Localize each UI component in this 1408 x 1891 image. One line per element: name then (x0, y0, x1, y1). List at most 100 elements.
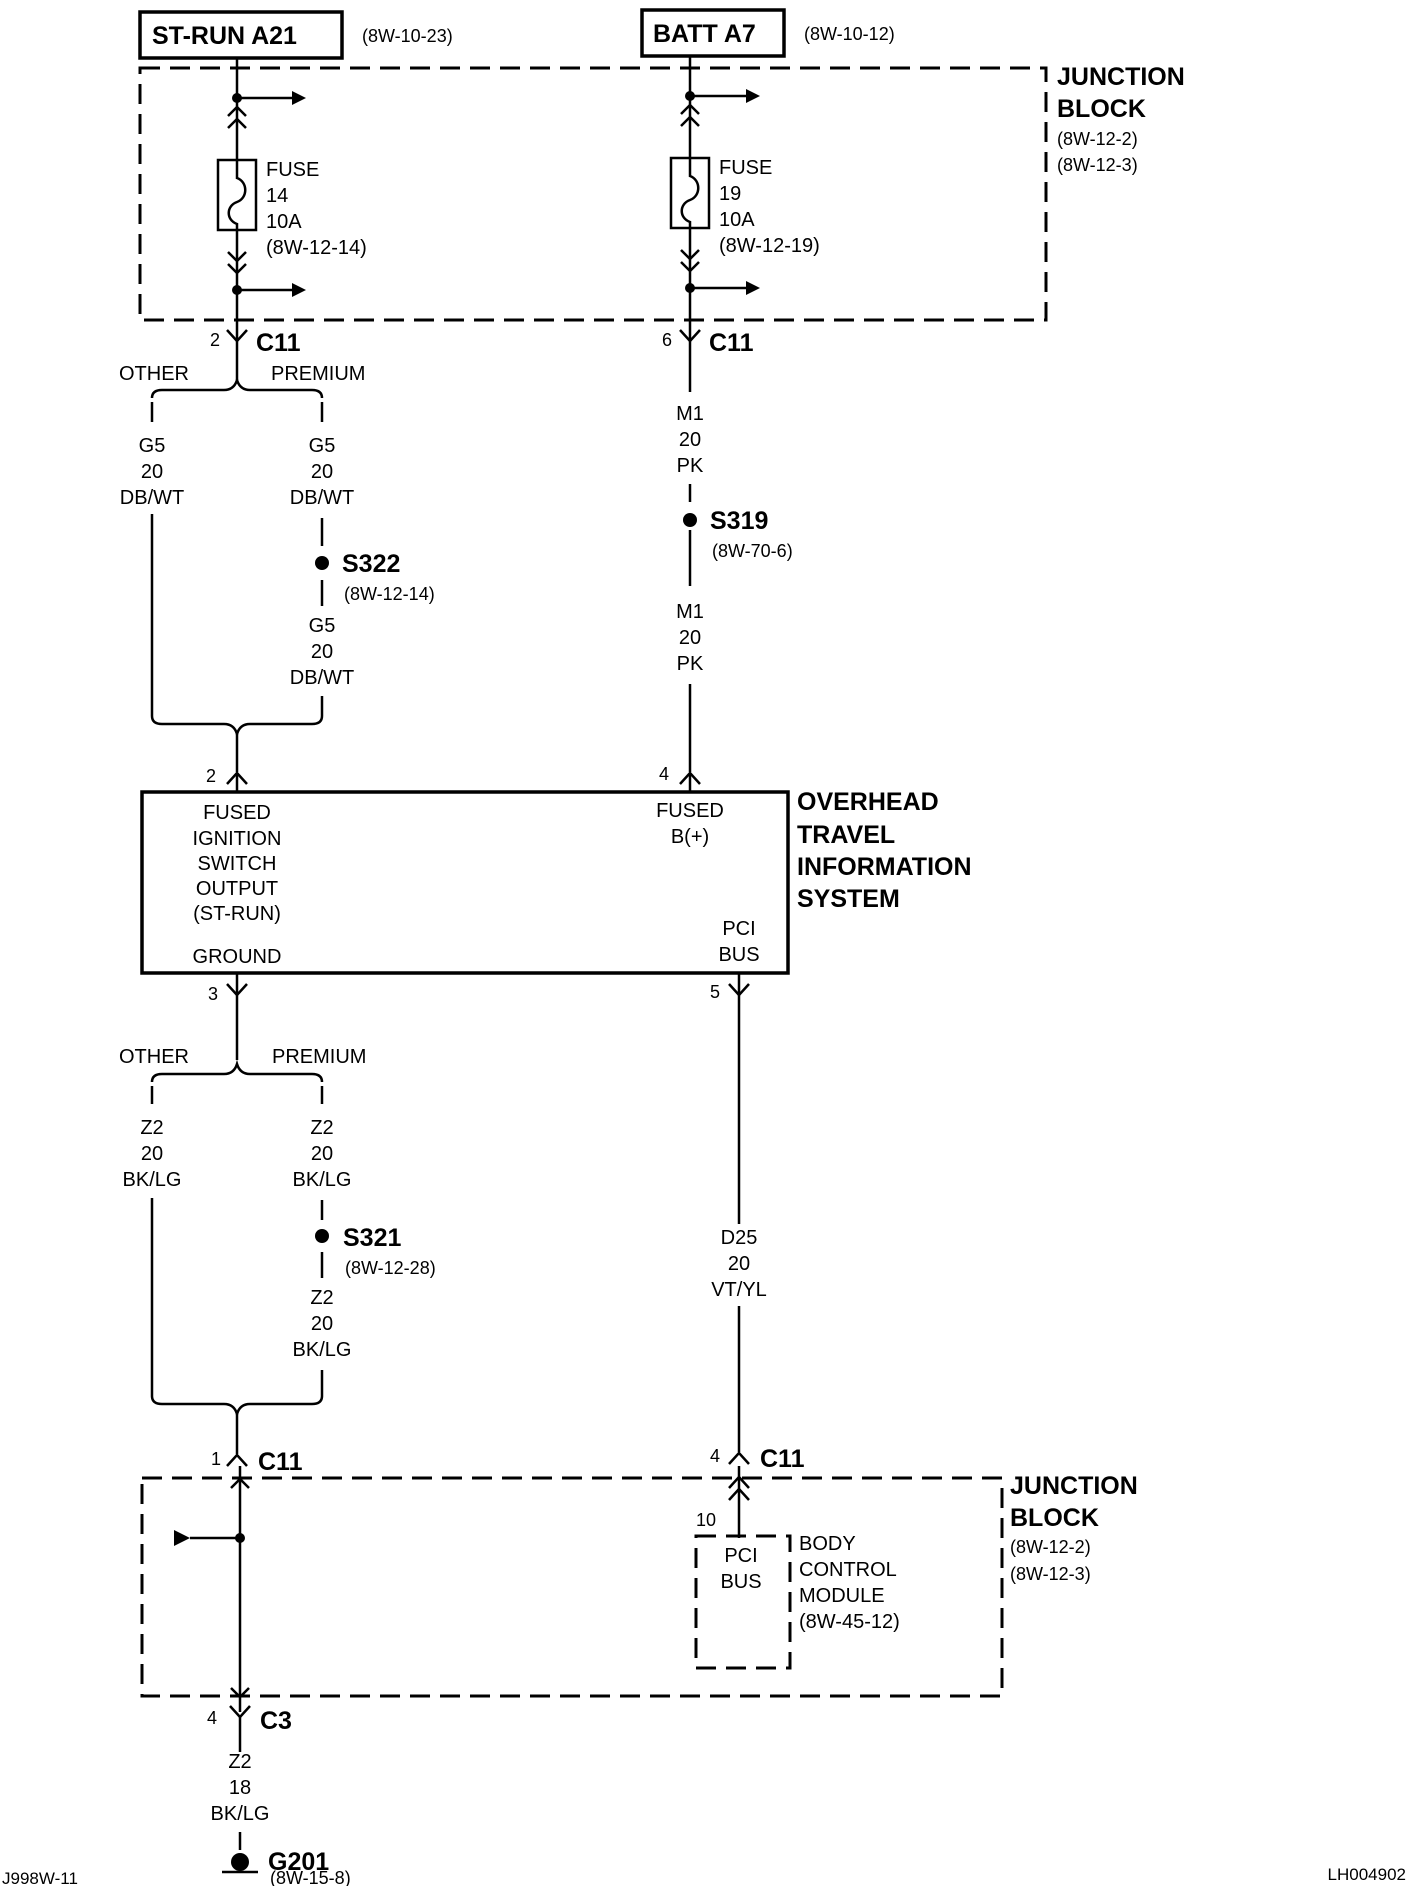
c11-pin6-number: 6 (662, 330, 672, 350)
c11-pin1-name: C11 (258, 1448, 303, 1476)
m1-top-color: PK (677, 455, 704, 477)
s321-ref: (8W-12-28) (345, 1258, 436, 1278)
s319-splice-dot (683, 513, 697, 527)
bcm-pin10-arrow-2 (728, 1487, 750, 1501)
z2-other-gauge: 20 (141, 1143, 163, 1165)
bcm-outline (694, 1534, 792, 1670)
otis-fused-batt-2: B(+) (671, 826, 709, 848)
st-run-source-label: ST-RUN A21 (152, 22, 297, 50)
junction-block-bottom-title-2: BLOCK (1010, 1504, 1099, 1532)
ground-path-in-junction-block (174, 1466, 250, 1712)
g5-other-code: G5 (139, 435, 166, 457)
bcm-pci-label: PCI (724, 1545, 757, 1567)
g5-other-color: DB/WT (120, 487, 184, 509)
m1-top-gauge: 20 (679, 429, 701, 451)
s319-ref: (8W-70-6) (712, 541, 793, 561)
g201-name: G201 (268, 1848, 329, 1876)
st-run-source-ref: (8W-10-23) (362, 26, 453, 46)
c11-pin4-number: 4 (710, 1446, 720, 1466)
g5-premium-top-color: DB/WT (290, 487, 354, 509)
c11-pin6-name: C11 (709, 329, 754, 357)
z2-premium-bottom-code: Z2 (310, 1287, 333, 1309)
bcm-name-1: BODY (799, 1533, 856, 1555)
fuse-14-rating: 10A (266, 211, 302, 233)
g5-premium-bottom-code: G5 (309, 615, 336, 637)
c11-pin2-number: 2 (210, 330, 220, 350)
c3-pin4-number: 4 (207, 1708, 217, 1728)
g5-premium-top-code: G5 (309, 435, 336, 457)
otis-pin4-number: 4 (659, 764, 669, 784)
otis-title-1: OVERHEAD (797, 788, 939, 816)
lower-variant-split (150, 1059, 324, 1083)
z2-ground-color: BK/LG (211, 1803, 270, 1825)
junction-block-top-ref-2: (8W-12-3) (1057, 155, 1138, 175)
z2-other-code: Z2 (140, 1117, 163, 1139)
c3-pin4-name: C3 (260, 1707, 292, 1735)
upper-variant-merge (150, 715, 324, 739)
fuse-14-ref: (8W-12-14) (266, 237, 367, 259)
batt-source-box (640, 8, 786, 58)
otis-fused-ignition-2: IGNITION (193, 828, 282, 850)
otis-fused-ignition-5: (ST-RUN) (193, 903, 281, 925)
g201-ref: (8W-15-8) (270, 1868, 351, 1886)
z2-premium-top-code: Z2 (310, 1117, 333, 1139)
upper-variant-other: OTHER (119, 363, 189, 385)
junction-block-top-ref-1: (8W-12-2) (1057, 129, 1138, 149)
junction-block-top-title-1: JUNCTION (1057, 63, 1185, 91)
batt-source-ref: (8W-10-12) (804, 24, 895, 44)
footer-right-code: LH004902 (1328, 1865, 1406, 1884)
junction-block-bottom-ref-2: (8W-12-3) (1010, 1564, 1091, 1584)
m1-top-code: M1 (676, 403, 704, 425)
s321-name: S321 (343, 1224, 401, 1252)
z2-premium-bottom-gauge: 20 (311, 1313, 333, 1335)
z2-premium-bottom-color: BK/LG (293, 1339, 352, 1361)
c11-pin1-connector (226, 1453, 248, 1467)
fuse-14-number: 14 (266, 185, 288, 207)
bcm-name-3: MODULE (799, 1585, 885, 1607)
lower-variant-other: OTHER (119, 1046, 189, 1068)
fuse-14-label: FUSE (266, 159, 319, 181)
s322-name: S322 (342, 550, 400, 578)
junction-block-top-outline (138, 66, 1048, 322)
otis-pin3-number: 3 (208, 984, 218, 1004)
bcm-pin10-number: 10 (696, 1510, 716, 1530)
junction-block-top-title-2: BLOCK (1057, 95, 1146, 123)
bcm-name-2: CONTROL (799, 1559, 897, 1581)
lower-variant-merge (150, 1395, 324, 1419)
g5-premium-bottom-color: DB/WT (290, 667, 354, 689)
z2-ground-code: Z2 (228, 1751, 251, 1773)
c11-pin2-name: C11 (256, 329, 301, 357)
otis-pin2-number: 2 (206, 766, 216, 786)
fuse-19-circuit (669, 56, 760, 340)
junction-block-bottom-outline (140, 1476, 1004, 1698)
otis-fused-ignition-1: FUSED (203, 802, 271, 824)
upper-variant-premium: PREMIUM (271, 363, 365, 385)
z2-premium-top-gauge: 20 (311, 1143, 333, 1165)
s322-splice-dot (315, 556, 329, 570)
bcm-bus-label: BUS (720, 1571, 761, 1593)
batt-source-label: BATT A7 (653, 20, 756, 48)
m1-bottom-color: PK (677, 653, 704, 675)
s322-ref: (8W-12-14) (344, 584, 435, 604)
upper-variant-split (150, 352, 324, 399)
d25-gauge: 20 (728, 1253, 750, 1275)
c11-pin6-connector (679, 329, 701, 352)
g5-premium-top-gauge: 20 (311, 461, 333, 483)
fuse-19-label: FUSE (719, 157, 772, 179)
bcm-pin10-arrow-1 (728, 1475, 750, 1489)
otis-fused-ignition-3: SWITCH (198, 853, 277, 875)
g5-other-gauge: 20 (141, 461, 163, 483)
s321-splice-dot (315, 1229, 329, 1243)
otis-title-2: TRAVEL (797, 821, 895, 849)
st-run-source-box (138, 10, 344, 60)
otis-title-3: INFORMATION (797, 853, 972, 881)
junction-block-bottom-ref-1: (8W-12-2) (1010, 1537, 1091, 1557)
fuse-19-number: 19 (719, 183, 741, 205)
s319-name: S319 (710, 507, 768, 535)
z2-premium-top-color: BK/LG (293, 1169, 352, 1191)
c11-pin4-connector (728, 1451, 750, 1465)
otis-bus-label: BUS (718, 944, 759, 966)
z2-ground-gauge: 18 (229, 1777, 251, 1799)
